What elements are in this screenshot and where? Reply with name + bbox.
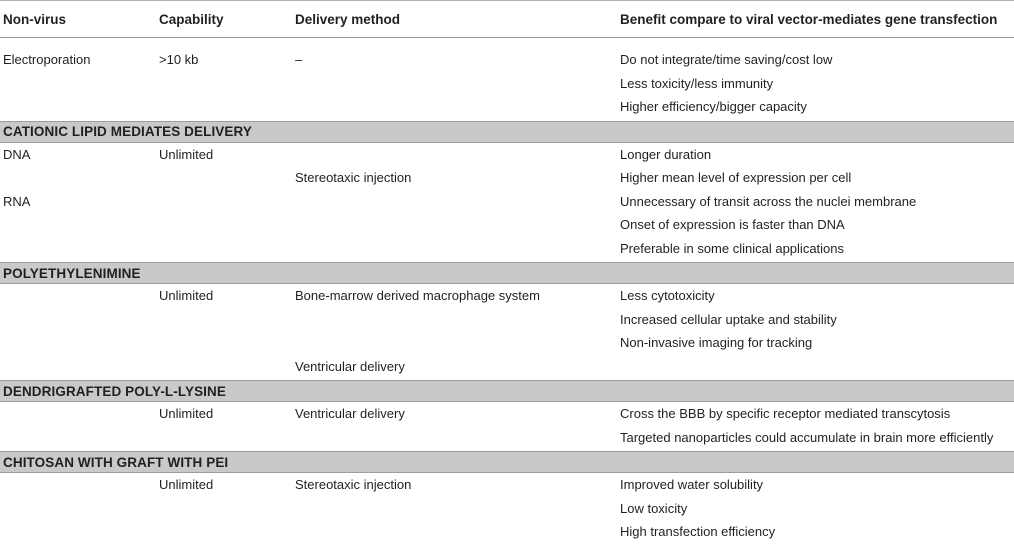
table-row: Increased cellular uptake and stability xyxy=(0,308,1014,332)
section-title: DENDRIGRAFTED POLY-L-LYSINE xyxy=(3,383,226,399)
table-row: Electroporation >10 kb – Do not integrat… xyxy=(0,48,1014,72)
cell-benefit: Longer duration xyxy=(620,146,712,162)
cell-benefit: Improved water solubility xyxy=(620,477,764,493)
cell-benefit: Higher mean level of expression per cell xyxy=(620,170,852,186)
spacer xyxy=(0,38,1014,48)
section-header-cationic-lipid: CATIONIC LIPID MEDIATES DELIVERY xyxy=(0,120,1014,143)
cell-delivery-method: Bone-marrow derived macrophage system xyxy=(295,288,540,304)
cell-delivery-method: Stereotaxic injection xyxy=(295,170,412,186)
cell-benefit: Higher efficiency/bigger capacity xyxy=(620,99,807,115)
header-delivery-method: Delivery method xyxy=(295,11,401,27)
header-non-virus: Non-virus xyxy=(3,11,67,27)
section-header-dendrigrafted-poly-l-lysine: DENDRIGRAFTED POLY-L-LYSINE xyxy=(0,380,1014,402)
cell-benefit: Onset of expression is faster than DNA xyxy=(620,217,845,233)
cell-non-virus: RNA xyxy=(3,193,31,209)
section-title: POLYETHYLENIMINE xyxy=(3,265,141,281)
cell-non-virus: Electroporation xyxy=(3,52,91,68)
table-row: RNA Unnecessary of transit across the nu… xyxy=(0,190,1014,214)
table-row: Unlimited Ventricular delivery Cross the… xyxy=(0,402,1014,426)
table-row: Stereotaxic injection Higher mean level … xyxy=(0,166,1014,190)
cell-delivery-method: Ventricular delivery xyxy=(295,358,405,374)
cell-benefit: Do not integrate/time saving/cost low xyxy=(620,52,833,68)
cell-benefit: Non-invasive imaging for tracking xyxy=(620,335,813,351)
table-row: Less toxicity/less immunity xyxy=(0,72,1014,96)
section-title: CATIONIC LIPID MEDIATES DELIVERY xyxy=(3,124,252,139)
cell-benefit: Less cytotoxicity xyxy=(620,288,715,304)
cell-capability: Unlimited xyxy=(159,146,214,162)
table-row: Non-invasive imaging for tracking xyxy=(0,331,1014,355)
cell-capability: Unlimited xyxy=(159,477,214,493)
cell-delivery-method: Stereotaxic injection xyxy=(295,477,412,493)
header-capability: Capability xyxy=(159,11,224,27)
table-row: Ventricular delivery xyxy=(0,355,1014,379)
cell-delivery-method: Ventricular delivery xyxy=(295,406,405,422)
table-row: Preferable in some clinical applications xyxy=(0,237,1014,261)
cell-capability: >10 kb xyxy=(159,52,199,68)
table-header-row: Non-virus Capability Delivery method Ben… xyxy=(0,1,1014,38)
table-row: Higher efficiency/bigger capacity xyxy=(0,95,1014,119)
table-row: Targeted nanoparticles could accumulate … xyxy=(0,426,1014,450)
top-rule xyxy=(0,0,1014,1)
cell-benefit: High transfection efficiency xyxy=(620,524,776,540)
section-header-polyethylenimine: POLYETHYLENIMINE xyxy=(0,262,1014,284)
table-row: High transfection efficiency xyxy=(0,520,1014,544)
cell-capability: Unlimited xyxy=(159,288,214,304)
cell-benefit: Preferable in some clinical applications xyxy=(620,240,845,256)
cell-benefit: Less toxicity/less immunity xyxy=(620,75,774,91)
cell-benefit: Targeted nanoparticles could accumulate … xyxy=(620,429,994,445)
cell-capability: Unlimited xyxy=(159,406,214,422)
table-row: Unlimited Stereotaxic injection Improved… xyxy=(0,473,1014,497)
table-row: Onset of expression is faster than DNA xyxy=(0,213,1014,237)
cell-non-virus: DNA xyxy=(3,146,31,162)
cell-benefit: Low toxicity xyxy=(620,500,688,516)
table-row: Low toxicity xyxy=(0,497,1014,521)
cell-delivery-method: – xyxy=(295,52,303,68)
table-row: DNA Unlimited Longer duration xyxy=(0,143,1014,167)
cell-benefit: Unnecessary of transit across the nuclei… xyxy=(620,193,917,209)
cell-benefit: Increased cellular uptake and stability xyxy=(620,311,837,327)
cell-benefit: Cross the BBB by specific receptor media… xyxy=(620,406,951,422)
section-title: CHITOSAN WITH GRAFT WITH PEI xyxy=(3,454,229,470)
table-row: Unlimited Bone-marrow derived macrophage… xyxy=(0,284,1014,308)
header-benefit: Benefit compare to viral vector-mediates… xyxy=(620,11,998,27)
section-header-chitosan-with-graft-with-pei: CHITOSAN WITH GRAFT WITH PEI xyxy=(0,451,1014,473)
